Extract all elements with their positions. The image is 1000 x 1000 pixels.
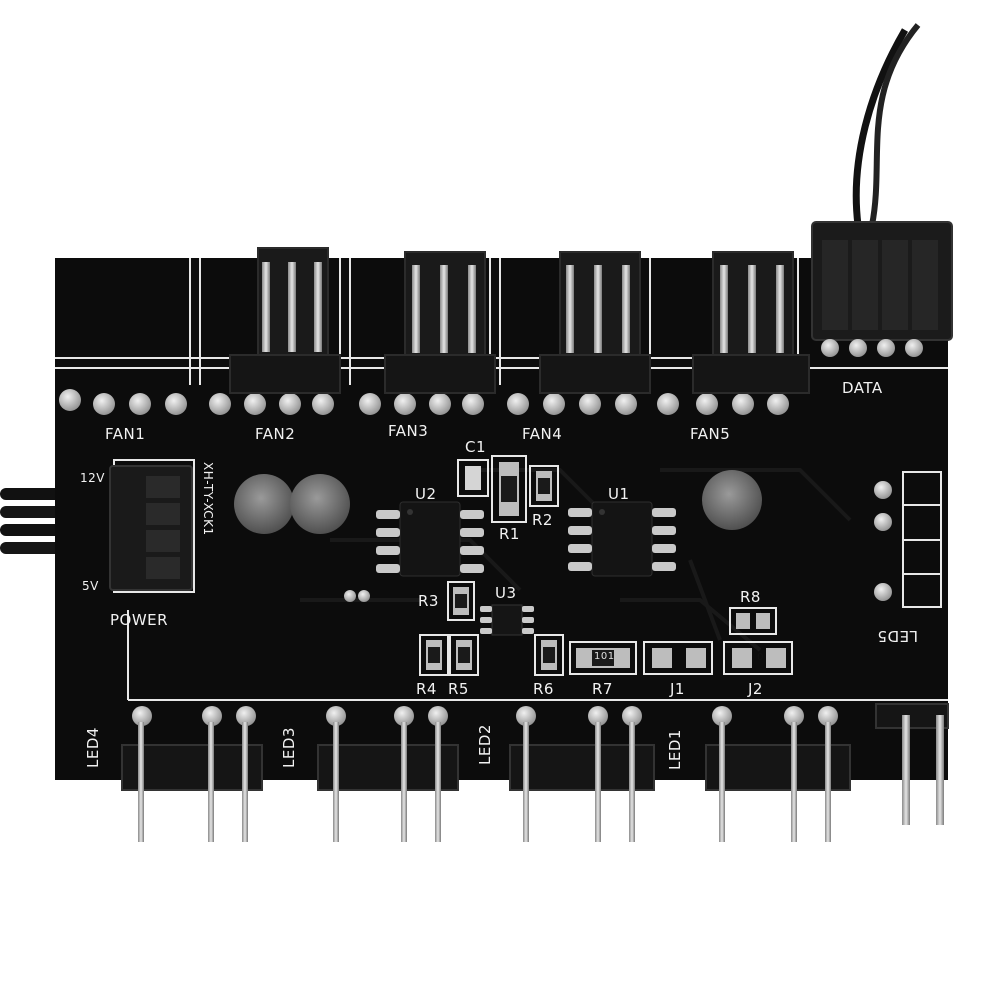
label-r1: R1 xyxy=(499,525,520,543)
label-fan5: FAN5 xyxy=(690,425,731,443)
label-led3: LED3 xyxy=(280,727,298,768)
data-connector xyxy=(811,221,953,357)
label-5v: 5V xyxy=(82,579,99,593)
smd-marking-101: 101 xyxy=(594,651,615,662)
twisted-black-wire-icon xyxy=(852,23,921,226)
label-r4: R4 xyxy=(416,680,437,698)
power-connector xyxy=(109,465,193,591)
ic-chips xyxy=(376,501,676,636)
smd-components xyxy=(344,455,793,676)
label-r8: R8 xyxy=(740,588,761,606)
fan-headers xyxy=(229,247,810,394)
label-j1: J1 xyxy=(670,680,685,698)
label-led1: LED1 xyxy=(666,729,684,770)
label-r5: R5 xyxy=(448,680,469,698)
label-u1: U1 xyxy=(608,485,630,503)
label-led4: LED4 xyxy=(84,727,102,768)
label-u3: U3 xyxy=(495,584,517,602)
led5-pads xyxy=(874,481,892,601)
large-solder-pads xyxy=(234,470,762,534)
smd-marking-zero: 0 xyxy=(757,652,764,663)
label-data: DATA xyxy=(842,379,883,397)
label-led2: LED2 xyxy=(476,724,494,765)
label-j2: J2 xyxy=(748,680,763,698)
top-pad-row xyxy=(59,389,789,415)
label-r2: R2 xyxy=(532,511,553,529)
label-u2: U2 xyxy=(415,485,437,503)
label-fan2: FAN2 xyxy=(255,425,296,443)
label-fan1: FAN1 xyxy=(105,425,146,443)
label-r6: R6 xyxy=(533,680,554,698)
label-r3: R3 xyxy=(418,592,439,610)
pcb-board xyxy=(55,258,948,780)
label-fan3: FAN3 xyxy=(388,422,429,440)
led-headers xyxy=(121,703,949,842)
label-power: POWER xyxy=(110,611,169,629)
label-12v: 12V xyxy=(80,471,105,485)
label-part-code: XH-TY-XCK1 xyxy=(201,462,215,536)
label-led5: LED5 xyxy=(877,627,918,645)
label-fan4: FAN4 xyxy=(522,425,563,443)
label-r7: R7 xyxy=(592,680,613,698)
label-c1: C1 xyxy=(465,438,487,456)
